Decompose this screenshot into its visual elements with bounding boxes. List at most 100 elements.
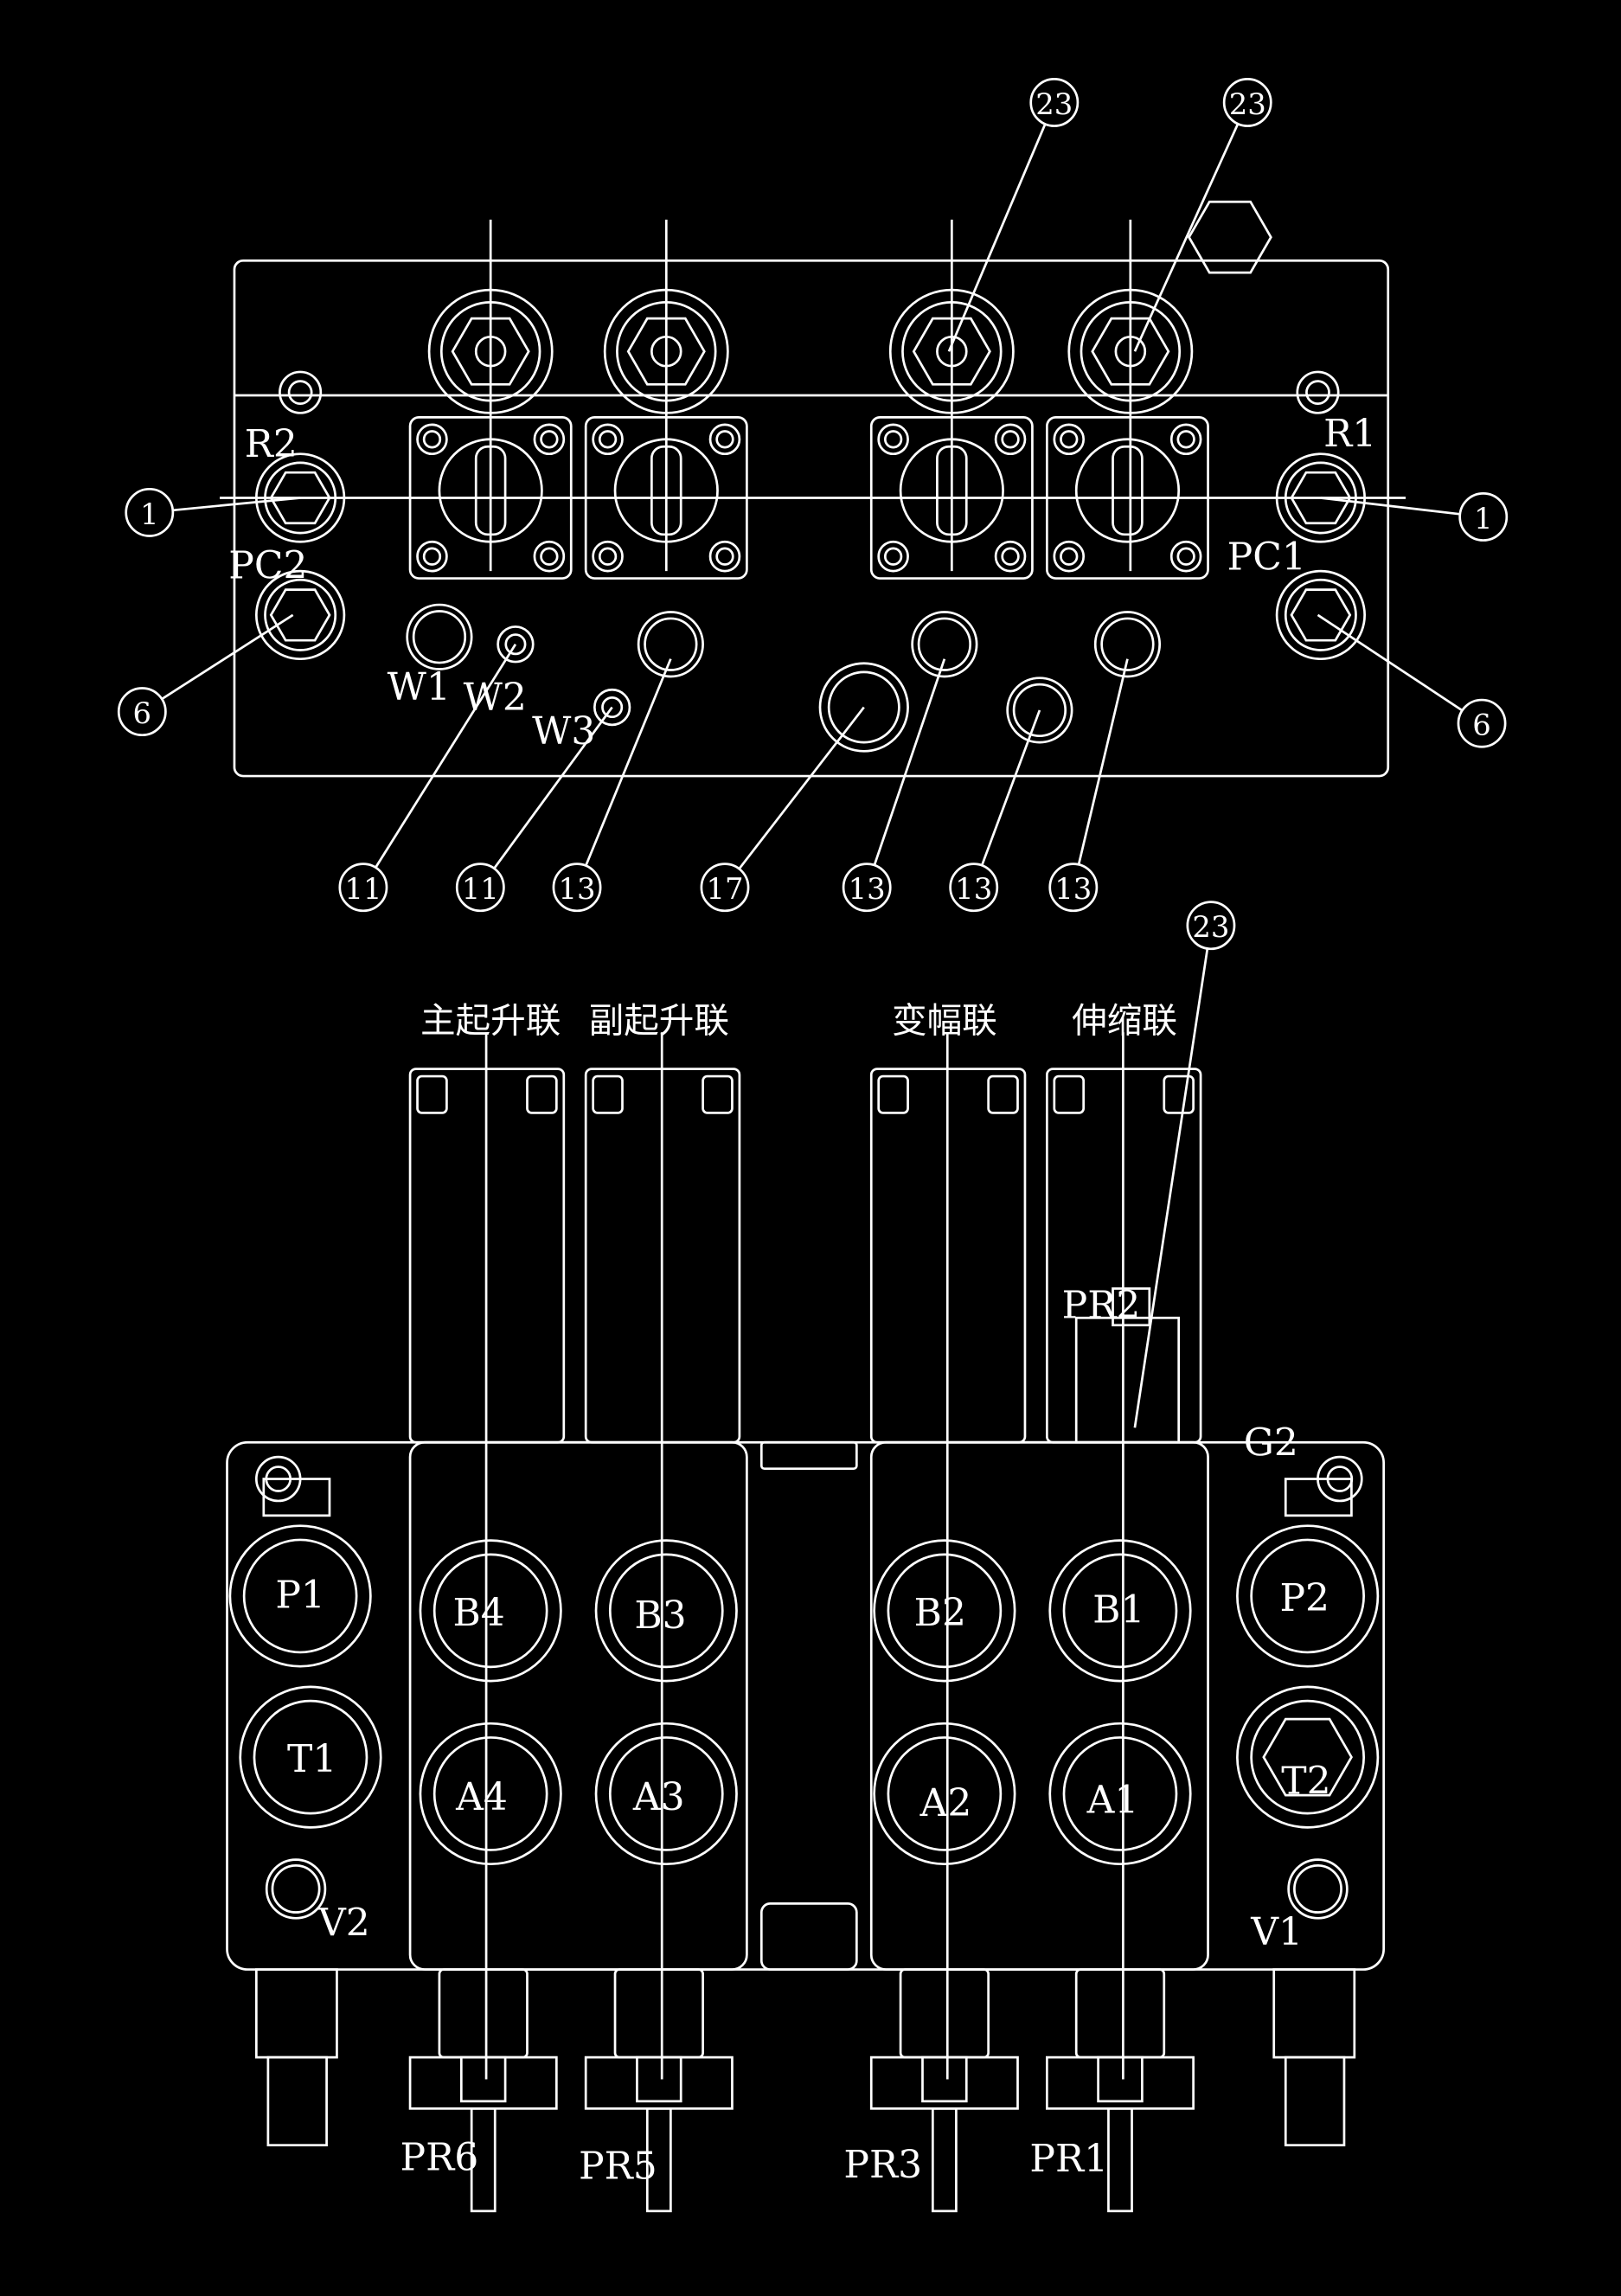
bolt-icon bbox=[1053, 423, 1086, 456]
notch bbox=[759, 1440, 858, 1471]
bolt-icon-inner bbox=[540, 430, 559, 449]
port-label: A3 bbox=[632, 1775, 685, 1819]
port-label: P1 bbox=[275, 1573, 325, 1617]
end-plug bbox=[1272, 1968, 1356, 2059]
port-label: A4 bbox=[455, 1775, 508, 1819]
port-label: P2 bbox=[1279, 1576, 1329, 1620]
bolt-icon-inner bbox=[883, 547, 903, 566]
port-label: G2 bbox=[1244, 1421, 1298, 1465]
plug-port-inner bbox=[917, 617, 972, 671]
port bbox=[873, 1722, 1016, 1866]
bolt-icon-inner bbox=[1176, 430, 1195, 449]
pilot-nut bbox=[459, 2055, 507, 2103]
bolt-icon-inner bbox=[601, 696, 624, 719]
port-inner bbox=[1062, 1736, 1178, 1851]
bolt-icon-inner bbox=[715, 547, 734, 566]
pilot-nut bbox=[1097, 2055, 1144, 2103]
pilot-cap bbox=[899, 1968, 990, 2059]
pr2-nut bbox=[1112, 1287, 1151, 1327]
cap-hex bbox=[626, 317, 706, 386]
callout-leader bbox=[375, 644, 517, 869]
port-label: B1 bbox=[1092, 1587, 1144, 1632]
bolt-icon bbox=[994, 423, 1027, 456]
callout-number: 1 bbox=[1474, 502, 1493, 536]
port-inner bbox=[1250, 1538, 1365, 1654]
end-plug-stem bbox=[266, 2055, 328, 2147]
port-hex bbox=[1290, 588, 1352, 642]
port bbox=[1236, 1524, 1380, 1668]
port-inner bbox=[608, 1736, 724, 1851]
callout-leader bbox=[980, 709, 1041, 866]
callout-leader bbox=[873, 658, 946, 866]
plug-port-inner bbox=[1100, 617, 1155, 671]
bolt-icon bbox=[533, 540, 566, 573]
end-plug bbox=[254, 1968, 338, 2059]
section-plate-left bbox=[408, 1440, 748, 1971]
plug-port-17 bbox=[818, 662, 909, 753]
bolt-icon bbox=[592, 423, 624, 456]
callout-leader bbox=[947, 123, 1047, 352]
callout-bubble bbox=[1458, 492, 1509, 542]
port-label: PR1 bbox=[1029, 2137, 1108, 2181]
end-plug-stem bbox=[1284, 2055, 1346, 2147]
pilot-stem bbox=[1107, 2107, 1133, 2213]
bolt-icon bbox=[592, 540, 624, 573]
v2-port bbox=[265, 1858, 327, 1920]
callout-bubble bbox=[949, 863, 999, 913]
side-port-inner bbox=[1284, 578, 1357, 651]
port-label: V1 bbox=[1250, 1910, 1303, 1954]
callout-bubble bbox=[338, 863, 388, 913]
callout-leader bbox=[738, 706, 865, 870]
port-inner bbox=[1062, 1553, 1178, 1669]
callout-number: 11 bbox=[462, 872, 499, 906]
port-label: R2 bbox=[245, 422, 298, 466]
port-label: V2 bbox=[317, 1902, 370, 1946]
bolt-icon-inner bbox=[1001, 430, 1020, 449]
bolt-icon bbox=[279, 370, 323, 414]
callout-bubble bbox=[1457, 698, 1507, 748]
housing-tab bbox=[526, 1074, 558, 1114]
top-bolt-hex bbox=[1187, 200, 1272, 274]
housing-tab bbox=[1163, 1074, 1195, 1114]
bolt-icon bbox=[416, 540, 448, 573]
bolt-icon-inner bbox=[504, 633, 527, 656]
port-label: T1 bbox=[287, 1737, 336, 1781]
port-label: R1 bbox=[1323, 412, 1376, 456]
plug-port-inner bbox=[644, 617, 698, 671]
section-label: 伸缩联 bbox=[1072, 999, 1177, 1041]
port-label: W1 bbox=[388, 665, 451, 709]
bottom-valve-body bbox=[226, 1440, 1386, 1971]
bolt-head bbox=[1284, 1478, 1353, 1517]
port bbox=[1048, 1539, 1192, 1683]
bolt-icon bbox=[1296, 370, 1340, 414]
port-inner bbox=[242, 1538, 358, 1654]
plug-port bbox=[1093, 611, 1162, 678]
bolt-icon bbox=[877, 423, 909, 456]
bolt-icon bbox=[1169, 423, 1202, 456]
section-label: 副起升联 bbox=[589, 999, 729, 1041]
plug-port-inner bbox=[1012, 683, 1067, 738]
bolt-icon-inner bbox=[540, 547, 559, 566]
section-label: 变幅联 bbox=[892, 999, 997, 1041]
cap-hex bbox=[451, 317, 530, 386]
pilot-cap bbox=[1074, 1968, 1166, 2059]
side-port bbox=[254, 569, 346, 661]
callout-number: 13 bbox=[1054, 872, 1092, 906]
bolt-icon-inner bbox=[598, 547, 618, 566]
callout-number: 6 bbox=[1472, 709, 1491, 742]
port bbox=[1048, 1722, 1192, 1866]
plug-port bbox=[1006, 677, 1073, 744]
port-label: B3 bbox=[634, 1594, 686, 1638]
callout-bubble bbox=[1029, 78, 1080, 127]
bolt-icon-inner bbox=[1060, 547, 1079, 566]
side-port bbox=[1275, 569, 1367, 661]
housing-tab bbox=[702, 1074, 734, 1114]
port-label: A2 bbox=[919, 1781, 972, 1825]
pilot-nut bbox=[636, 2055, 682, 2103]
pilot-stem bbox=[645, 2107, 672, 2213]
housing-tab bbox=[987, 1074, 1019, 1114]
bolt-icon-inner bbox=[422, 547, 442, 566]
port-label: PR5 bbox=[579, 2145, 657, 2189]
bolt-icon bbox=[497, 625, 535, 664]
callout-number: 23 bbox=[1229, 87, 1266, 121]
